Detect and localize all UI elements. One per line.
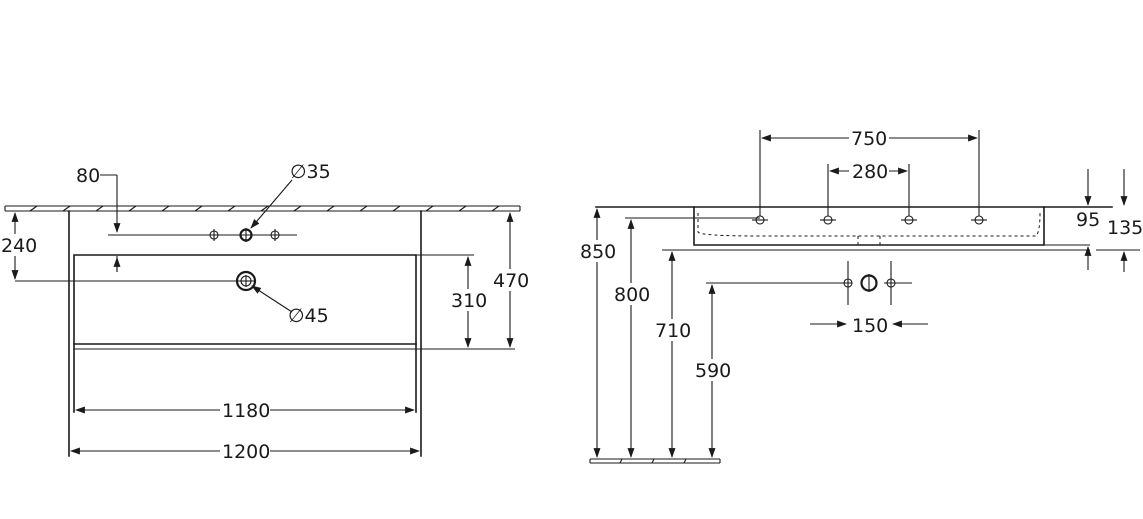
tap-holes-side [752, 215, 987, 225]
dim-135-label: 135 [1107, 217, 1143, 239]
dim-95-label: 95 [1076, 209, 1100, 231]
floor-hatch [589, 458, 721, 464]
dim-710-label: 710 [655, 320, 691, 342]
dim-470-label: 470 [493, 270, 529, 292]
dim-590-label: 590 [695, 360, 731, 382]
dim-150-label: 150 [852, 315, 888, 337]
dim-80-label: 80 [76, 165, 100, 187]
side-view: 750 280 850 800 710 590 [578, 127, 1143, 464]
basin-side-outline [595, 206, 1113, 251]
wall-hatch [4, 205, 521, 212]
dim-750-label: 750 [851, 128, 887, 150]
dim-280-label: 280 [852, 161, 888, 183]
drain-front [15, 270, 257, 292]
dim-1200-label: 1200 [222, 441, 270, 463]
dim-1180-label: 1180 [222, 400, 270, 422]
dim-240-label: 240 [1, 235, 37, 257]
tap-holes-front [108, 228, 297, 242]
dim-dia45-label: ∅45 [288, 305, 329, 327]
front-view: 80 ∅35 240 ∅45 310 470 1180 1200 [0, 161, 529, 463]
dim-850-label: 850 [580, 241, 616, 263]
dim-310-label: 310 [451, 290, 487, 312]
basin-front-outline [68, 210, 515, 457]
drain-side [843, 261, 912, 305]
dim-800-label: 800 [614, 284, 650, 306]
dim-dia35-label: ∅35 [290, 161, 331, 183]
